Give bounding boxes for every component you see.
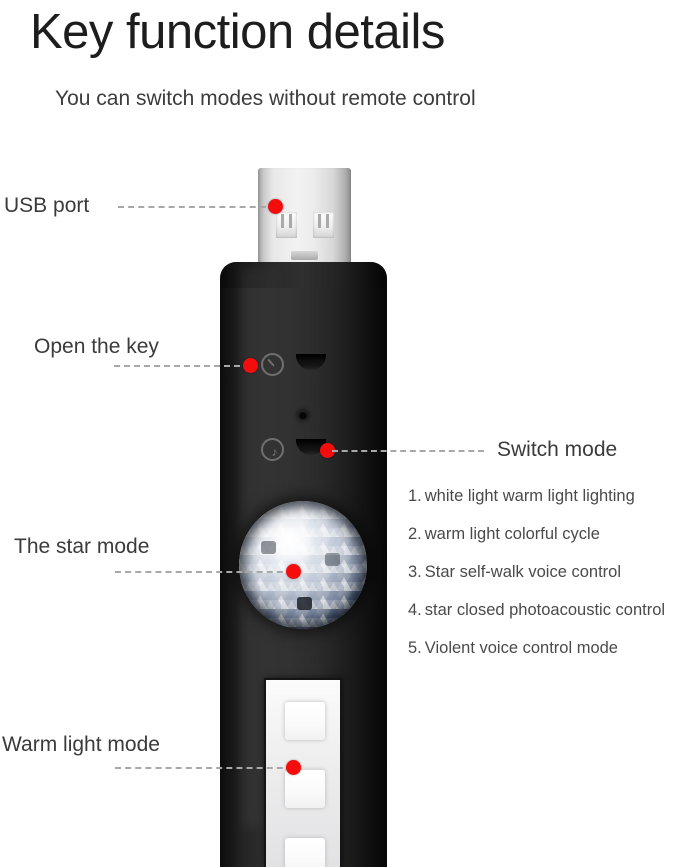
- mode-list-item: 5.Violent voice control mode: [408, 638, 676, 659]
- dome-rim-shadow: [239, 501, 367, 629]
- mode-number: 4.: [408, 601, 422, 619]
- mode-number: 2.: [408, 525, 422, 543]
- warm-light-panel: [264, 678, 342, 867]
- mode-text: Violent voice control mode: [424, 639, 618, 657]
- led-chip: [285, 838, 325, 867]
- mode-text: warm light colorful cycle: [424, 525, 600, 543]
- usb-contact-pad-right: [313, 212, 334, 238]
- power-stem: [267, 358, 275, 367]
- device-shoulder: [222, 262, 385, 288]
- power-button-icon: [261, 353, 284, 376]
- callout-label-warm-light-mode: Warm light mode: [2, 733, 160, 756]
- device-illustration: ♪: [220, 168, 387, 867]
- mode-list: 1.white light warm light lighting 2.warm…: [408, 486, 676, 676]
- mode-list-item: 3.Star self-walk voice control: [408, 562, 676, 583]
- marker-dot-warm-light-mode: [286, 760, 301, 775]
- note-glyph: ♪: [271, 444, 278, 459]
- callout-label-switch-mode: Switch mode: [497, 438, 618, 461]
- callout-label-open-the-key: Open the key: [34, 335, 159, 358]
- mode-list-item: 2.warm light colorful cycle: [408, 524, 676, 545]
- mode-number: 1.: [408, 487, 422, 505]
- star-projector-dome: [239, 501, 367, 629]
- usb-contact-pad-left: [276, 212, 297, 238]
- microphone-pinhole-icon: [299, 411, 307, 419]
- leader-line-switch-mode: [332, 450, 484, 452]
- dome-dark-facet: [325, 553, 340, 566]
- marker-dot-the-star-mode: [286, 564, 301, 579]
- mode-list-item: 1.white light warm light lighting: [408, 486, 676, 507]
- usb-connector: [258, 168, 351, 268]
- leader-line-usb-port: [118, 206, 276, 208]
- leader-line-open-the-key: [114, 365, 250, 367]
- page-title: Key function details: [30, 5, 445, 59]
- callout-label-the-star-mode: The star mode: [14, 535, 150, 558]
- marker-dot-open-the-key: [243, 358, 258, 373]
- page-subtitle: You can switch modes without remote cont…: [55, 87, 476, 110]
- mode-text: white light warm light lighting: [424, 487, 635, 505]
- dome-highlight: [269, 523, 317, 563]
- dome-dark-facet: [297, 597, 312, 610]
- dome-dark-facet: [261, 541, 276, 554]
- mode-button-recess[interactable]: [296, 439, 326, 455]
- usb-tab: [291, 251, 318, 260]
- marker-dot-switch-mode: [320, 443, 335, 458]
- leader-line-the-star-mode: [115, 571, 293, 573]
- mode-text: Star self-walk voice control: [424, 563, 622, 581]
- leader-line-warm-light-mode: [115, 767, 293, 769]
- led-chip: [285, 770, 325, 808]
- marker-dot-usb-port: [268, 199, 283, 214]
- power-button-recess[interactable]: [296, 354, 326, 370]
- music-note-icon: ♪: [261, 438, 284, 461]
- mode-list-item: 4.star closed photoacoustic control: [408, 600, 676, 621]
- mode-number: 3.: [408, 563, 422, 581]
- mode-number: 5.: [408, 639, 422, 657]
- mode-text: star closed photoacoustic control: [424, 601, 666, 619]
- led-chip: [285, 702, 325, 740]
- callout-label-usb-port: USB port: [4, 194, 90, 217]
